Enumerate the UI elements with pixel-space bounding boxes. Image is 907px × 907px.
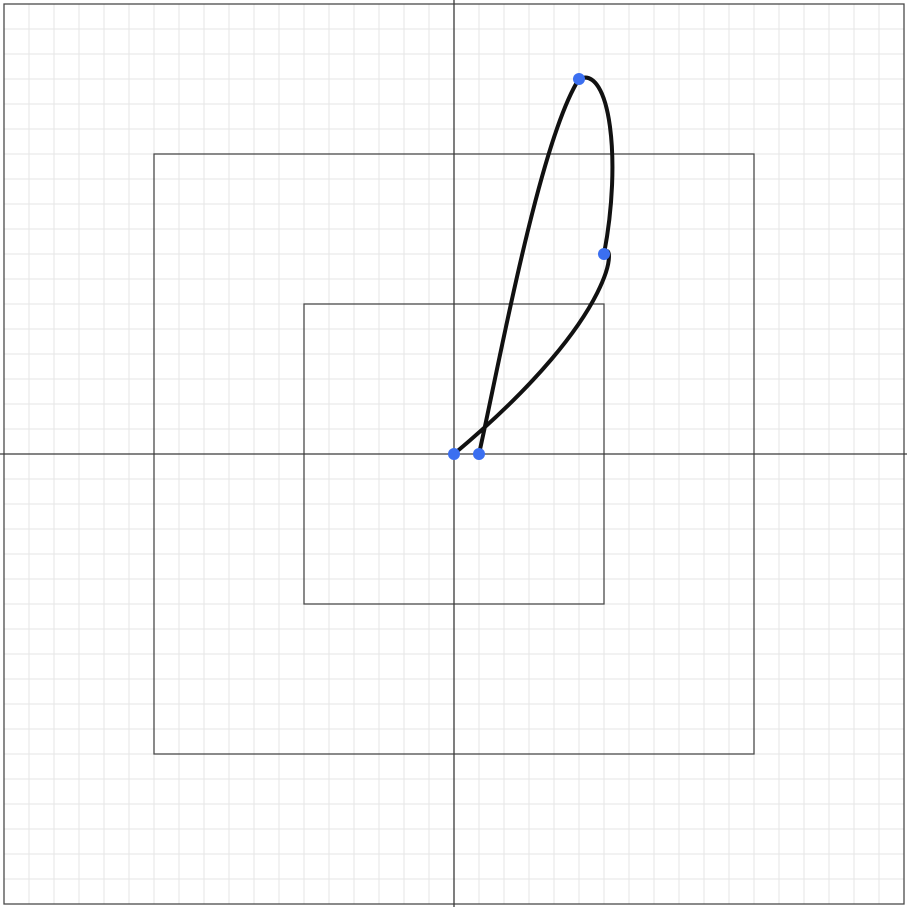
control-point-end[interactable] [473,448,485,460]
control-point-origin[interactable] [448,448,460,460]
control-point-right[interactable] [598,248,610,260]
bezier-curve [452,75,615,456]
control-point-top[interactable] [573,73,585,85]
